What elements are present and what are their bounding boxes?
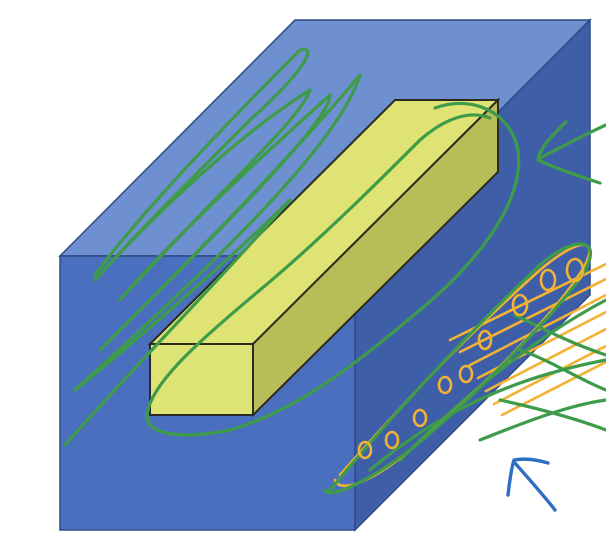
green-arrow-head: [536, 120, 602, 185]
bar-front-face: [149, 343, 254, 416]
orange-particles: [357, 257, 585, 460]
yellow-bar: [147, 97, 501, 418]
green-scribble: [63, 47, 362, 447]
blue-arrow-icon: [506, 457, 557, 512]
green-arrow-shaft: [538, 123, 606, 160]
green-loop: [145, 101, 521, 437]
